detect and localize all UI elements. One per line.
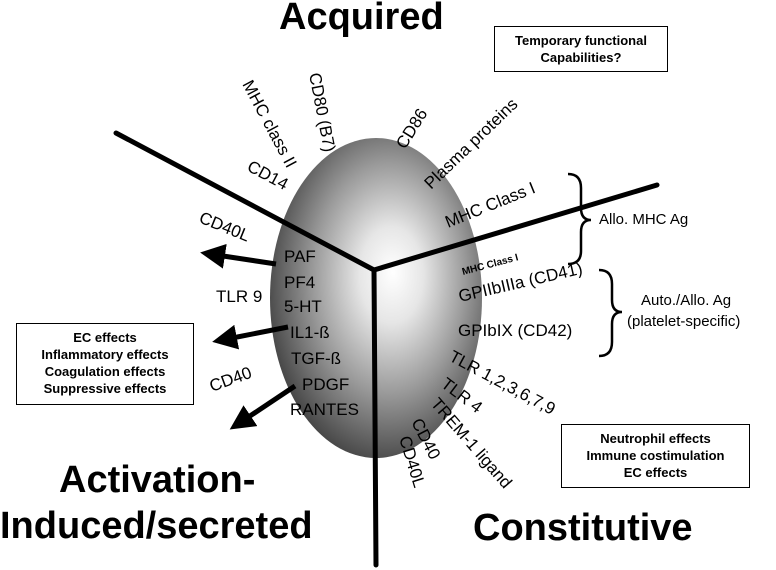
heading-activation-line1: Activation- <box>59 459 255 501</box>
ec-effects-line-4: Suppressive effects <box>43 381 167 396</box>
temporary-line-2: Capabilities? <box>540 50 622 65</box>
label-mhc-class-ii: MHC class II <box>238 77 300 171</box>
neutrophil-line-3: EC effects <box>623 465 688 480</box>
bracket-allo-mhc <box>567 172 592 266</box>
bracket-label-allo-mhc: Allo. MHC Ag <box>599 211 689 228</box>
label-cd40-left: CD40 <box>207 363 254 396</box>
ec-effects-box: EC effects Inflammatory effects Coagulat… <box>16 323 194 405</box>
ec-effects-line-2: Inflammatory effects <box>41 347 169 362</box>
heading-activation-line2: Induced/secreted <box>0 505 313 547</box>
arrow-paf <box>200 243 277 269</box>
label-cd40l-left: CD40L <box>197 208 253 245</box>
label-gpibix: GPIbIX (CD42) <box>458 321 572 340</box>
label-il1b: IL1-ß <box>290 323 330 342</box>
heading-constitutive: Constitutive <box>473 507 693 549</box>
label-plasma-proteins: Plasma proteins <box>421 95 522 193</box>
arrow-il1b <box>212 324 289 350</box>
neutrophil-effects-box: Neutrophil effects Immune costimulation … <box>561 424 750 488</box>
arrow-pdgf <box>229 383 297 430</box>
temporary-line-1: Temporary functional <box>515 33 647 48</box>
ec-effects-line-3: Coagulation effects <box>44 364 166 379</box>
neutrophil-line-2: Immune costimulation <box>586 448 725 463</box>
label-tlr9: TLR 9 <box>216 287 262 306</box>
ec-effects-line-1: EC effects <box>73 330 137 345</box>
axis-line-right <box>371 182 660 273</box>
bracket-label-auto-allo-line2: (platelet-specific) <box>627 313 741 330</box>
label-5ht: 5-HT <box>284 297 322 316</box>
label-cd86: CD86 <box>392 105 431 152</box>
label-tgfb: TGF-ß <box>291 349 341 368</box>
axis-line-left <box>113 130 377 273</box>
label-cd80: CD80 (B7) <box>305 71 339 153</box>
temporary-capabilities-box: Temporary functional Capabilities? <box>494 26 668 72</box>
label-pdgf: PDGF <box>302 375 349 394</box>
bracket-auto-allo <box>598 268 623 358</box>
axis-line-bottom <box>371 267 379 568</box>
neutrophil-line-1: Neutrophil effects <box>600 431 711 446</box>
heading-acquired: Acquired <box>279 0 444 38</box>
label-pf4: PF4 <box>284 273 315 292</box>
bracket-label-auto-allo-line1: Auto./Allo. Ag <box>641 292 732 309</box>
label-rantes: RANTES <box>290 400 359 419</box>
label-paf: PAF <box>284 247 316 266</box>
